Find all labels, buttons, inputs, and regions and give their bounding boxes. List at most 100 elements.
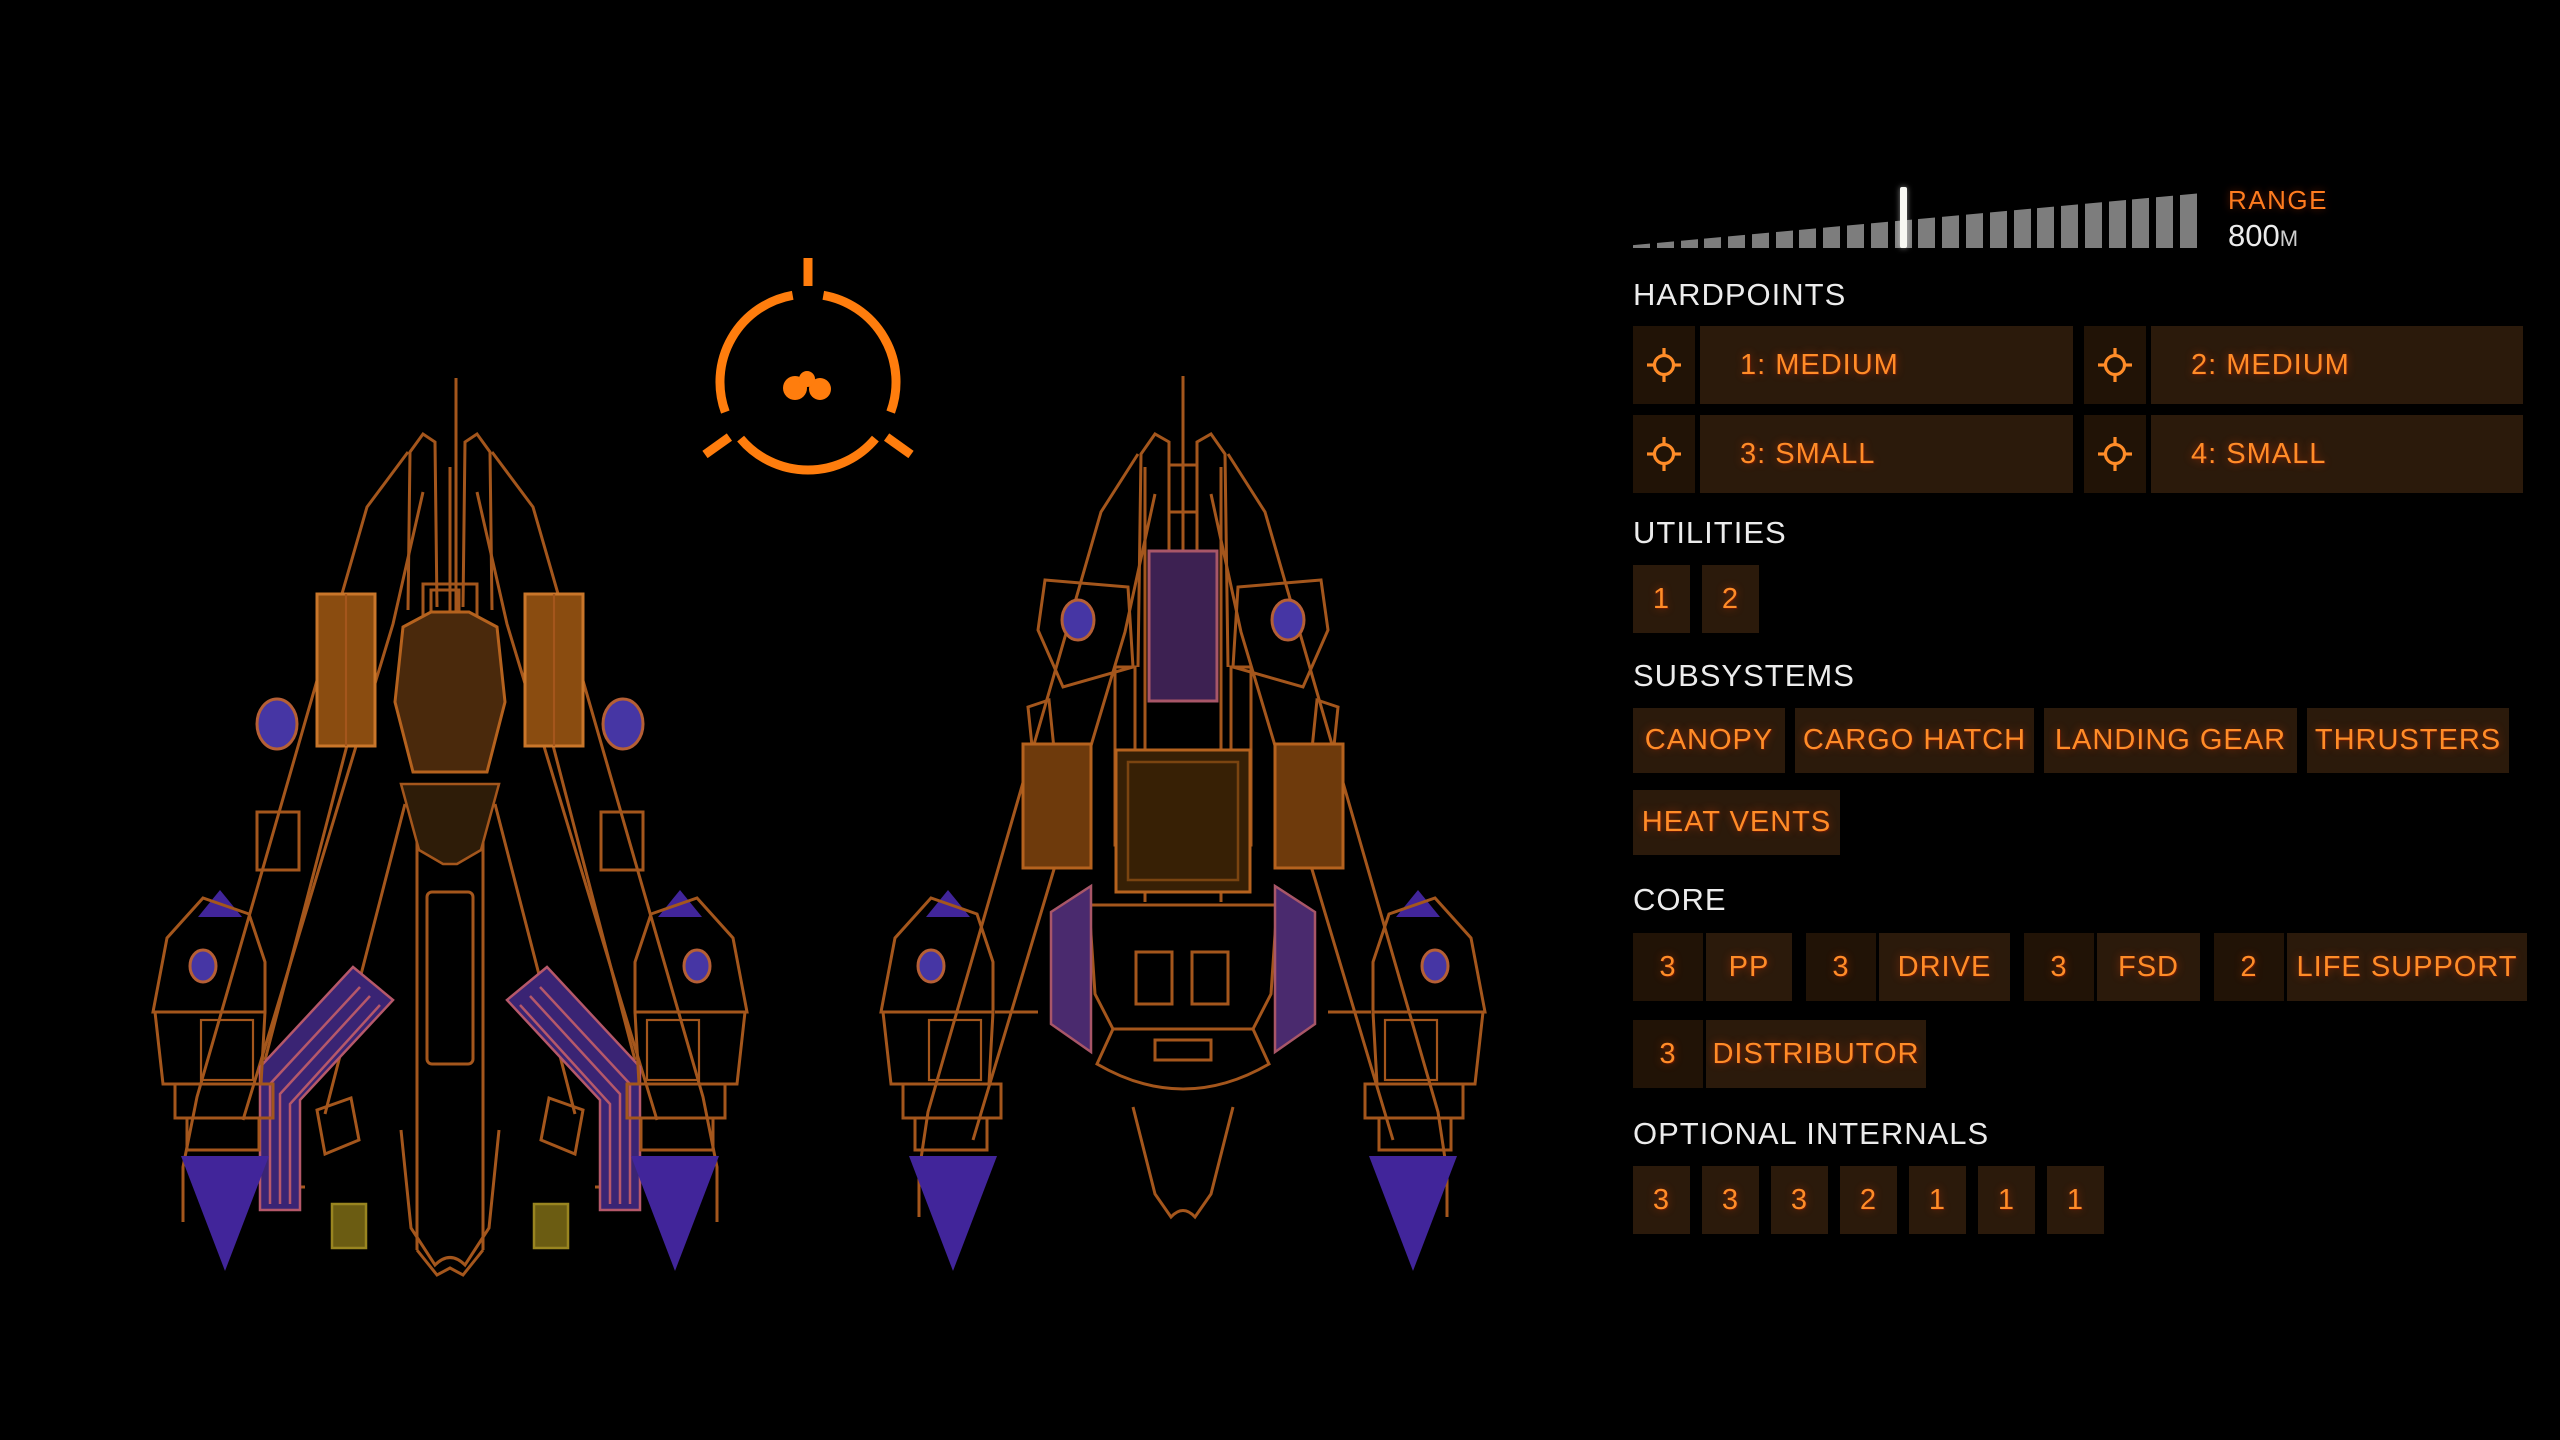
subsystem-panel: RANGE 800M HARDPOINTS 1: MEDIUM 2: MEDIU… bbox=[1633, 185, 2528, 1270]
core-button-pp[interactable]: 3 PP bbox=[1633, 933, 1792, 1001]
core-size: 2 bbox=[2214, 933, 2284, 1001]
range-marker[interactable] bbox=[1899, 187, 1907, 248]
range-slider-bars bbox=[1633, 193, 2197, 248]
target-crosshair-icon bbox=[2084, 415, 2146, 493]
engine-nacelle bbox=[879, 888, 1487, 1273]
range-bar bbox=[1728, 193, 1746, 248]
hardpoint-label: 4: SMALL bbox=[2151, 415, 2523, 493]
cargo-hatch-panel bbox=[1147, 549, 1219, 703]
core-size: 3 bbox=[1633, 933, 1703, 1001]
range-value: 800M bbox=[2228, 218, 2299, 253]
core-size: 3 bbox=[1806, 933, 1876, 1001]
range-bar bbox=[1989, 193, 2007, 248]
optional-internal-button-4[interactable]: 2 bbox=[1840, 1166, 1897, 1234]
section-title-optional-internals: OPTIONAL INTERNALS bbox=[1633, 1116, 1990, 1151]
hardpoint-label: 1: MEDIUM bbox=[1700, 326, 2073, 404]
range-unit: M bbox=[2279, 226, 2299, 251]
subsystem-button-landing-gear[interactable]: LANDING GEAR bbox=[2044, 708, 2297, 773]
range-readout: RANGE 800M bbox=[2228, 187, 2328, 251]
range-bar bbox=[2179, 193, 2197, 248]
engine-nacelle bbox=[151, 888, 749, 1273]
subsystem-button-canopy[interactable]: CANOPY bbox=[1633, 708, 1785, 773]
core-row-1: 3 PP 3 DRIVE 3 FSD 2 LIFE SUPPORT bbox=[1633, 933, 2541, 1001]
core-row-2: 3 DISTRIBUTOR bbox=[1633, 1020, 1940, 1088]
hardpoint-cover bbox=[315, 592, 585, 748]
range-bar bbox=[2132, 193, 2150, 248]
core-button-distributor[interactable]: 3 DISTRIBUTOR bbox=[1633, 1020, 1926, 1088]
ship-schematic-bottom-view bbox=[879, 376, 1487, 1273]
hardpoint-label: 2: MEDIUM bbox=[2151, 326, 2523, 404]
subsystem-button-heat-vents[interactable]: HEAT VENTS bbox=[1633, 790, 1840, 855]
subsystems-row-1: CANOPY CARGO HATCH LANDING GEAR THRUSTER… bbox=[1633, 708, 2509, 773]
range-bar bbox=[1633, 193, 1650, 248]
utility-button-2[interactable]: 2 bbox=[1702, 565, 1759, 633]
heat-vent-stripes bbox=[258, 965, 395, 1212]
hardpoint-label: 3: SMALL bbox=[1700, 415, 2073, 493]
utility-button-1[interactable]: 1 bbox=[1633, 565, 1690, 633]
utility-mount bbox=[255, 697, 299, 751]
vent-panel bbox=[1273, 883, 1317, 1055]
target-crosshair-icon bbox=[1633, 326, 1695, 404]
utilities-row: 1 2 bbox=[1633, 565, 1771, 633]
section-title-utilities: UTILITIES bbox=[1633, 515, 1787, 550]
core-button-fsd[interactable]: 3 FSD bbox=[2024, 933, 2200, 1001]
canopy-panel bbox=[393, 610, 507, 774]
core-label: LIFE SUPPORT bbox=[2287, 933, 2527, 1001]
range-bar bbox=[2108, 193, 2126, 248]
range-bar bbox=[2156, 193, 2174, 248]
section-title-core: CORE bbox=[1633, 882, 1727, 917]
target-reticle-icon bbox=[702, 258, 914, 475]
hardpoint-button-1[interactable]: 1: MEDIUM bbox=[1633, 326, 2073, 404]
utility-mount bbox=[601, 697, 645, 751]
range-bar bbox=[1870, 193, 1888, 248]
range-slider[interactable] bbox=[1633, 187, 2197, 248]
optional-internal-button-2[interactable]: 3 bbox=[1702, 1166, 1759, 1234]
range-bar bbox=[1704, 193, 1722, 248]
range-bar bbox=[1965, 193, 1983, 248]
utility-mount bbox=[1060, 598, 1096, 642]
section-title-hardpoints: HARDPOINTS bbox=[1633, 277, 1847, 312]
core-size: 3 bbox=[1633, 1020, 1703, 1088]
utility-mount bbox=[1270, 598, 1306, 642]
range-bar bbox=[1918, 193, 1936, 248]
core-label: DRIVE bbox=[1879, 933, 2010, 1001]
central-bay-panel bbox=[1114, 748, 1252, 894]
core-button-drive[interactable]: 3 DRIVE bbox=[1806, 933, 2010, 1001]
range-bar bbox=[1680, 193, 1698, 248]
range-bar bbox=[2013, 193, 2031, 248]
range-bar bbox=[2061, 193, 2079, 248]
hardpoints-row-2: 3: SMALL 4: SMALL bbox=[1633, 415, 2528, 493]
hardpoint-button-2[interactable]: 2: MEDIUM bbox=[2084, 326, 2523, 404]
core-label: PP bbox=[1706, 933, 1792, 1001]
hardpoint-button-3[interactable]: 3: SMALL bbox=[1633, 415, 2073, 493]
range-bar bbox=[1823, 193, 1841, 248]
optional-internal-button-3[interactable]: 3 bbox=[1771, 1166, 1828, 1234]
landing-gear-bay bbox=[1021, 742, 1093, 870]
vent-panel bbox=[1049, 883, 1093, 1055]
optional-internal-button-7[interactable]: 1 bbox=[2047, 1166, 2104, 1234]
target-crosshair-icon bbox=[1633, 415, 1695, 493]
range-bar bbox=[2084, 193, 2102, 248]
range-bar bbox=[1775, 193, 1793, 248]
range-bar bbox=[1942, 193, 1960, 248]
landing-gear-bay bbox=[1273, 742, 1345, 870]
subsystem-button-thrusters[interactable]: THRUSTERS bbox=[2307, 708, 2509, 773]
hardpoints-row-1: 1: MEDIUM 2: MEDIUM bbox=[1633, 326, 2528, 404]
optional-internals-row: 3 3 3 2 1 1 1 bbox=[1633, 1166, 2116, 1234]
core-label: DISTRIBUTOR bbox=[1706, 1020, 1926, 1088]
subsystem-button-cargo-hatch[interactable]: CARGO HATCH bbox=[1795, 708, 2034, 773]
hardpoint-button-4[interactable]: 4: SMALL bbox=[2084, 415, 2523, 493]
optional-internal-button-5[interactable]: 1 bbox=[1909, 1166, 1966, 1234]
optional-internal-button-1[interactable]: 3 bbox=[1633, 1166, 1690, 1234]
range-bar bbox=[1799, 193, 1817, 248]
core-button-life-support[interactable]: 2 LIFE SUPPORT bbox=[2214, 933, 2527, 1001]
ship-schematic-top-view bbox=[151, 378, 749, 1277]
section-title-subsystems: SUBSYSTEMS bbox=[1633, 658, 1855, 693]
subsystems-row-2: HEAT VENTS bbox=[1633, 790, 1840, 855]
range-bar bbox=[2037, 193, 2055, 248]
optional-internal-button-6[interactable]: 1 bbox=[1978, 1166, 2035, 1234]
range-bar bbox=[1656, 193, 1674, 248]
range-bar bbox=[1847, 193, 1865, 248]
range-bar bbox=[1751, 193, 1769, 248]
